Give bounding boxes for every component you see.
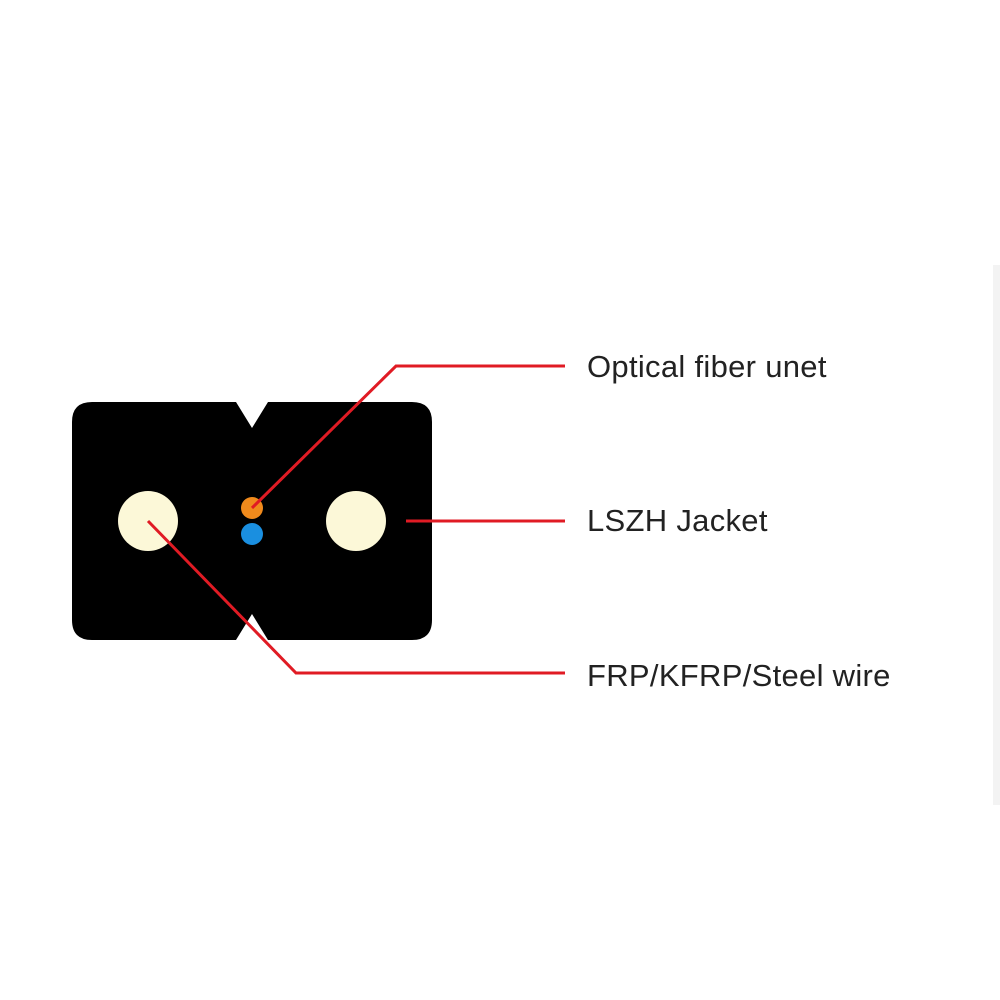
fiber-unit-label: Optical fiber unet	[587, 349, 827, 384]
right-strength-member	[326, 491, 386, 551]
edge-strip	[993, 265, 1000, 805]
blue-optical-fiber	[241, 523, 263, 545]
jacket-label: LSZH Jacket	[587, 503, 768, 538]
fiber-unit-leader-line	[250, 364, 565, 510]
strength-member-label: FRP/KFRP/Steel wire	[587, 658, 891, 693]
lszh-jacket-body	[72, 402, 432, 640]
strength-member-leader-line	[146, 519, 565, 675]
